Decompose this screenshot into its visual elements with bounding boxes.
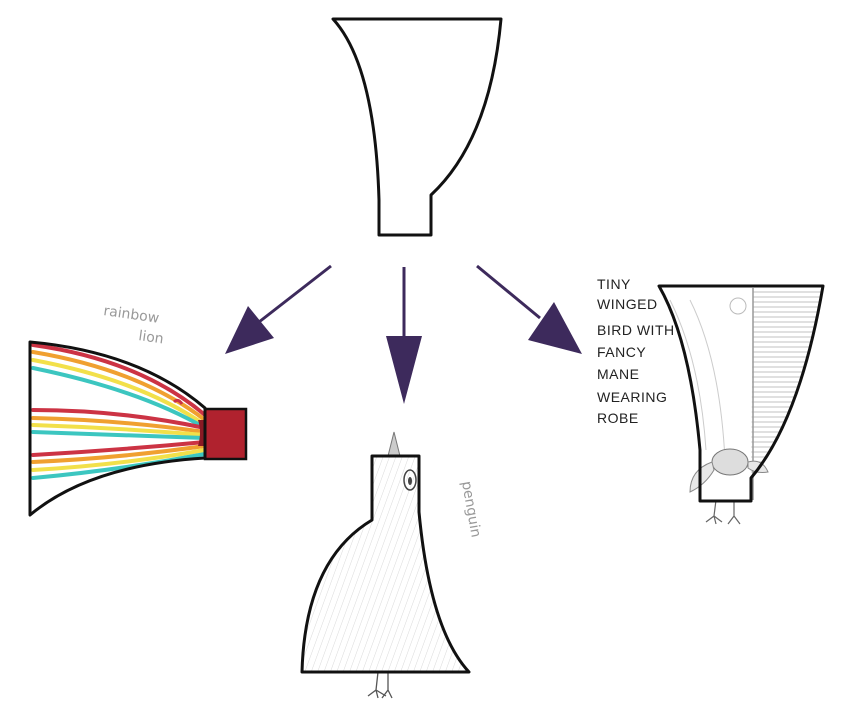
tiny-winged-bird-caption: TINY WINGED BIRD WITH FANCY MANE WEARING… <box>597 276 675 426</box>
rainbow-lion-drawing: rainbow lion <box>28 303 248 517</box>
rainbow-lion-outline <box>28 340 207 517</box>
caption-line-7: ROBE <box>597 410 639 426</box>
tiny-winged-bird-drawing: TINY WINGED BIRD WITH FANCY MANE WEARING… <box>597 276 825 525</box>
arrow-right <box>476 264 582 354</box>
penguin-beak <box>387 431 401 457</box>
penguin-caption: penguin <box>458 480 484 539</box>
caption-line-4: FANCY <box>597 344 646 360</box>
penguin-drawing: penguin <box>300 431 484 699</box>
source-shape-outline <box>331 17 503 237</box>
rainbow-lion-caption-line-2: lion <box>137 328 164 347</box>
caption-line-3: BIRD WITH <box>597 322 675 338</box>
caption-line-1: TINY <box>597 276 631 292</box>
arrow-left <box>225 264 332 354</box>
rainbow-lion-caption-line-1: rainbow <box>102 303 160 327</box>
caption-line-6: WEARING <box>597 389 667 405</box>
caption-line-5: MANE <box>597 366 639 382</box>
arrow-middle <box>386 267 422 404</box>
tiny-bird-body <box>711 448 749 476</box>
source-shape <box>331 17 503 237</box>
lion-face <box>203 407 248 461</box>
penguin-feet <box>367 671 393 699</box>
tiny-winged-bird-outline <box>657 284 825 503</box>
rainbow-mane <box>31 343 207 480</box>
caption-line-2: WINGED <box>597 296 658 312</box>
tiny-bird-legs <box>705 499 741 525</box>
penguin-outline <box>300 454 471 674</box>
penguin-eye <box>403 469 417 491</box>
